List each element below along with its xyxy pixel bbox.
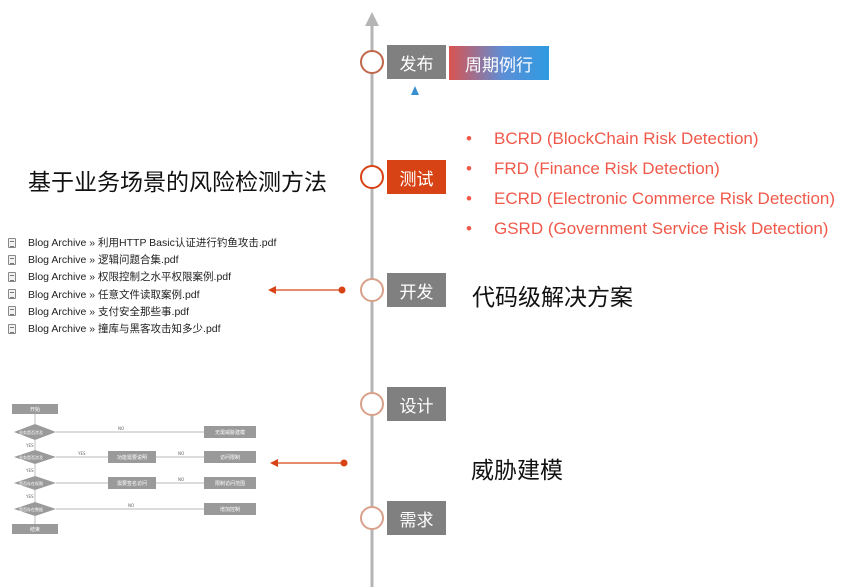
- flowchart-no-label: NO: [128, 503, 135, 508]
- pdf-file-icon: [8, 271, 16, 282]
- flowchart-decision: 业务是否涉及: [19, 430, 43, 435]
- flowchart-decision: 业务是否涉及: [19, 455, 43, 460]
- stage-ring-release: [360, 50, 384, 74]
- flowchart-process: 功能需要说明: [108, 451, 156, 463]
- stage-development: 开发: [387, 273, 446, 307]
- threat-modeling-title: 威胁建模: [471, 458, 563, 484]
- flowchart-no-label: NO: [178, 477, 185, 482]
- pdf-file-icon: [8, 289, 16, 300]
- flowchart-outcome: 限制访问范围: [204, 477, 256, 489]
- flowchart-no-label: NO: [118, 426, 125, 431]
- flowchart-process: 需要签名访问: [108, 477, 156, 489]
- stage-design: 设计: [387, 387, 446, 421]
- bullet: •: [466, 159, 472, 178]
- release-cycle-badge: 周期例行: [449, 46, 549, 80]
- stage-ring-design: [360, 392, 384, 416]
- stage-ring-dev: [360, 278, 384, 302]
- dev-solution-title: 代码级解决方案: [472, 285, 633, 311]
- stage-test: 测试: [387, 160, 446, 194]
- flowchart-start: 开始: [12, 404, 58, 414]
- flowchart-no-label: NO: [178, 451, 185, 456]
- pdf-file-icon: [8, 306, 16, 317]
- file-item[interactable]: Blog Archive » 权限控制之水平权限案例.pdf: [8, 268, 276, 285]
- stage-requirement: 需求: [387, 501, 446, 535]
- dev-arrowhead: [268, 286, 276, 294]
- flowchart-decision: 是否存在数据: [19, 507, 43, 512]
- file-item[interactable]: Blog Archive » 任意文件读取案例.pdf: [8, 286, 276, 303]
- pdf-file-icon: [8, 237, 16, 248]
- flowchart-connectors: [14, 414, 204, 524]
- flowchart-decision: 是否存在权限: [19, 481, 43, 486]
- flowchart-outcome: 访问限制: [204, 451, 256, 463]
- threat-model-flowchart: 开始 结束 业务是否涉及 业务是否涉及 是否存在权限 是否存在数据 功能需要说明…: [8, 400, 268, 540]
- file-item[interactable]: Blog Archive » 逻辑问题合集.pdf: [8, 251, 276, 268]
- flowchart-outcome: 增加控制: [204, 503, 256, 515]
- flowchart-yes-label: YES: [26, 468, 34, 473]
- stage-ring-requirement: [360, 506, 384, 530]
- file-item[interactable]: Blog Archive » 利用HTTP Basic认证进行钓鱼攻击.pdf: [8, 234, 276, 251]
- dev-arrow-dot: [338, 286, 346, 294]
- test-to-release-arrowhead: [411, 86, 419, 95]
- flowchart-end: 结束: [12, 524, 58, 534]
- risk-item: •FRD (Finance Risk Detection): [466, 154, 835, 184]
- stage-ring-test: [360, 165, 384, 189]
- pdf-file-icon: [8, 323, 16, 334]
- risk-item: •BCRD (BlockChain Risk Detection): [466, 124, 835, 154]
- pdf-file-icon: [8, 254, 16, 265]
- risk-item: •GSRD (Government Service Risk Detection…: [466, 214, 835, 244]
- test-method-title: 基于业务场景的风险检测方法: [28, 170, 327, 196]
- file-item[interactable]: Blog Archive » 撞库与黑客攻击知多少.pdf: [8, 320, 276, 337]
- threat-arrowhead: [270, 459, 278, 467]
- flowchart-yes-label: YES: [26, 443, 34, 448]
- flowchart-yes-label: YES: [78, 451, 86, 456]
- threat-arrow-dot: [340, 459, 348, 467]
- bullet: •: [466, 219, 472, 238]
- timeline-arrowhead: [365, 12, 379, 26]
- stage-release: 发布: [387, 45, 446, 79]
- bullet: •: [466, 189, 472, 208]
- blog-archive-file-list: Blog Archive » 利用HTTP Basic认证进行钓鱼攻击.pdf …: [8, 234, 276, 337]
- risk-item: •ECRD (Electronic Commerce Risk Detectio…: [466, 184, 835, 214]
- flowchart-yes-label: YES: [26, 494, 34, 499]
- risk-detection-list: •BCRD (BlockChain Risk Detection) •FRD (…: [466, 124, 835, 244]
- flowchart-outcome: 无需威胁建模: [204, 426, 256, 438]
- file-item[interactable]: Blog Archive » 支付安全那些事.pdf: [8, 303, 276, 320]
- bullet: •: [466, 129, 472, 148]
